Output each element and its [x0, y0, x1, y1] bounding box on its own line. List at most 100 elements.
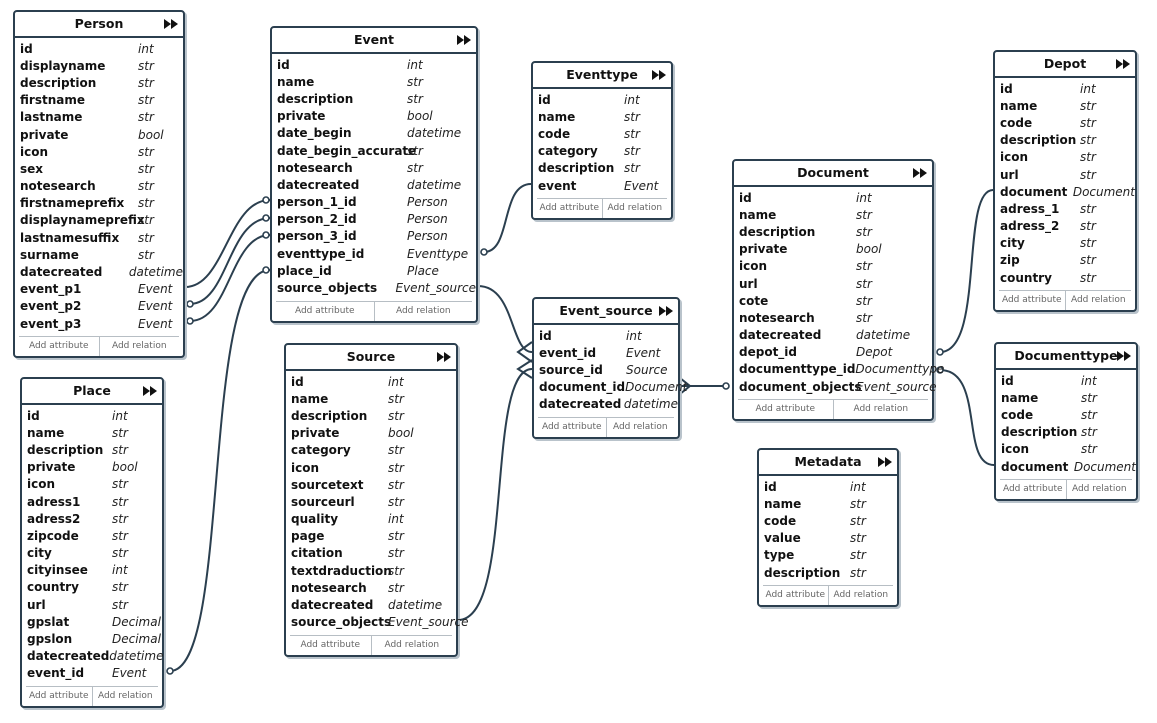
add-attribute-button[interactable]: Add attribute — [300, 639, 361, 650]
table-header[interactable]: Event_source — [534, 299, 678, 325]
add-relation-button[interactable]: Add relation — [98, 337, 180, 357]
fast-forward-icon[interactable] — [1117, 351, 1131, 361]
add-relation-button[interactable]: Add relation — [601, 199, 668, 219]
table-header[interactable]: Source — [286, 345, 456, 371]
table-header[interactable]: Documenttype — [996, 344, 1136, 370]
add-relation-button[interactable]: Add relation — [1065, 480, 1133, 500]
add-relation-button[interactable]: Add relation — [91, 687, 159, 706]
add-relation-button[interactable]: Add relation — [1064, 291, 1132, 311]
table-header[interactable]: Person — [15, 12, 183, 38]
add-relation-button[interactable]: Add relation — [605, 417, 675, 437]
add-attribute-button[interactable]: Add attribute — [1002, 484, 1063, 495]
add-attribute-button[interactable]: Add attribute — [765, 590, 826, 601]
fast-forward-icon[interactable] — [659, 306, 673, 316]
add-relation-button[interactable]: Add relation — [827, 586, 894, 606]
fast-forward-icon[interactable] — [143, 386, 157, 396]
table-header[interactable]: Depot — [995, 52, 1135, 78]
fast-forward-icon[interactable] — [913, 168, 927, 178]
fast-forward-icon[interactable] — [457, 35, 471, 45]
table-header[interactable]: Metadata — [759, 450, 897, 476]
add-attribute-button[interactable]: Add attribute — [294, 305, 355, 316]
table-header[interactable]: Event — [272, 28, 476, 54]
add-attribute-button[interactable]: Add attribute — [541, 421, 602, 432]
add-attribute-button[interactable]: Add attribute — [755, 404, 816, 415]
